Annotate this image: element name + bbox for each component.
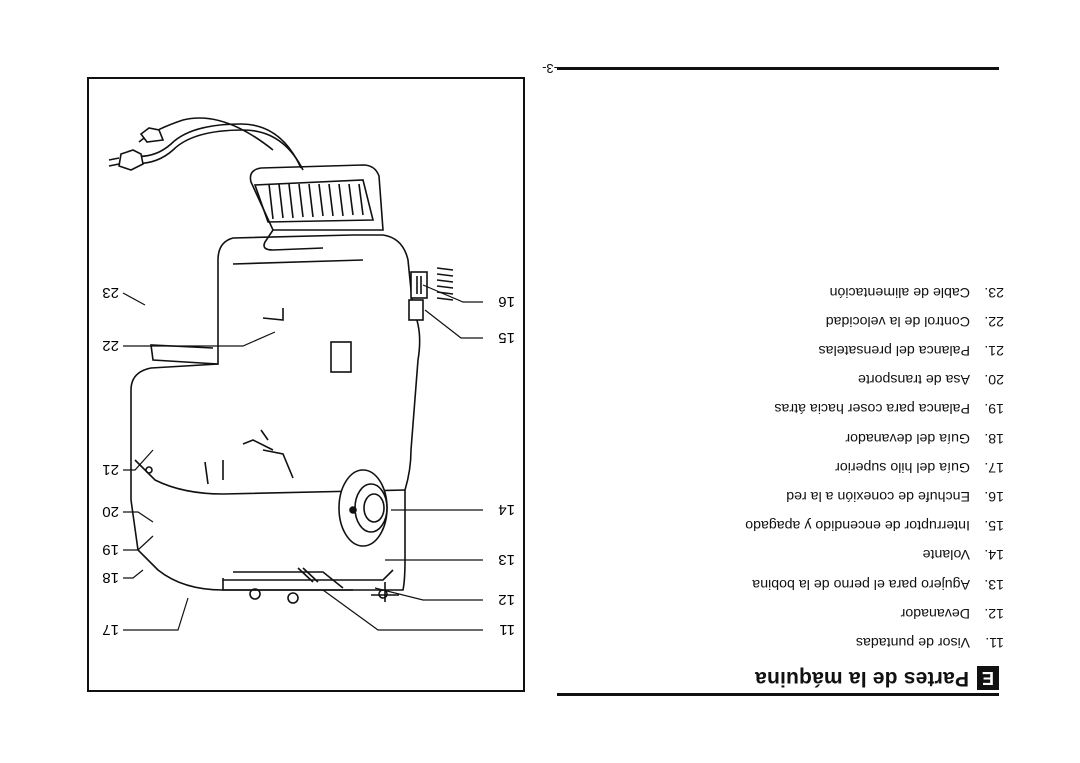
machine-illustration-box: 11 12 13 14 15 16 17 18 19 20 21 22 23 — [87, 77, 525, 692]
list-item: 18.Guía del devanador — [845, 429, 1004, 446]
callout-18: 18 — [102, 569, 119, 586]
callout-23: 23 — [102, 284, 119, 301]
foot-pedal-drawing — [108, 117, 384, 251]
callout-22: 22 — [102, 337, 119, 354]
section-title: Partes de la máquina — [754, 667, 969, 690]
list-item: 11.Visor de puntadas — [855, 634, 1004, 650]
callout-12: 12 — [498, 591, 515, 608]
callout-16: 16 — [498, 293, 515, 310]
list-item: 20.Asa de transporte — [858, 371, 1004, 388]
bottom-rule — [557, 67, 999, 70]
list-item: 15.Interruptor de encendido y apagado — [745, 517, 1004, 534]
list-item: 14.Volante — [922, 546, 1004, 563]
callout-14: 14 — [498, 501, 515, 518]
callout-20: 20 — [102, 503, 119, 520]
list-item: 19.Palanca para coser hacia átras — [774, 400, 1004, 417]
page-number: -3- — [542, 61, 558, 76]
callout-21: 21 — [102, 461, 119, 478]
callout-19: 19 — [102, 541, 119, 558]
callout-17: 17 — [102, 621, 119, 638]
callout-leaders — [122, 284, 483, 631]
list-item: 13.Agujero para el perno de la bobina — [752, 575, 1004, 592]
callout-13: 13 — [498, 551, 515, 568]
list-item: 23.Cable de alimentación — [829, 283, 1004, 300]
list-item: 12.Devanador — [900, 604, 1004, 621]
parts-list: 11.Visor de puntadas 12.Devanador 13.Agu… — [745, 272, 1004, 651]
list-item: 21.Palanca del prensatelas — [818, 342, 1004, 359]
list-item: 16.Enchufe de conexión a la red — [786, 488, 1004, 505]
list-item: 22.Control de la velocidad — [825, 312, 1004, 329]
top-rule — [557, 693, 999, 696]
callout-11: 11 — [499, 621, 515, 638]
language-badge: E — [977, 666, 999, 690]
callout-15: 15 — [498, 329, 515, 346]
section-heading: E Partes de la máquina — [755, 665, 999, 691]
sewing-machine-drawing — [130, 234, 454, 604]
list-item: 17.Guía del hilo superior — [835, 458, 1004, 475]
